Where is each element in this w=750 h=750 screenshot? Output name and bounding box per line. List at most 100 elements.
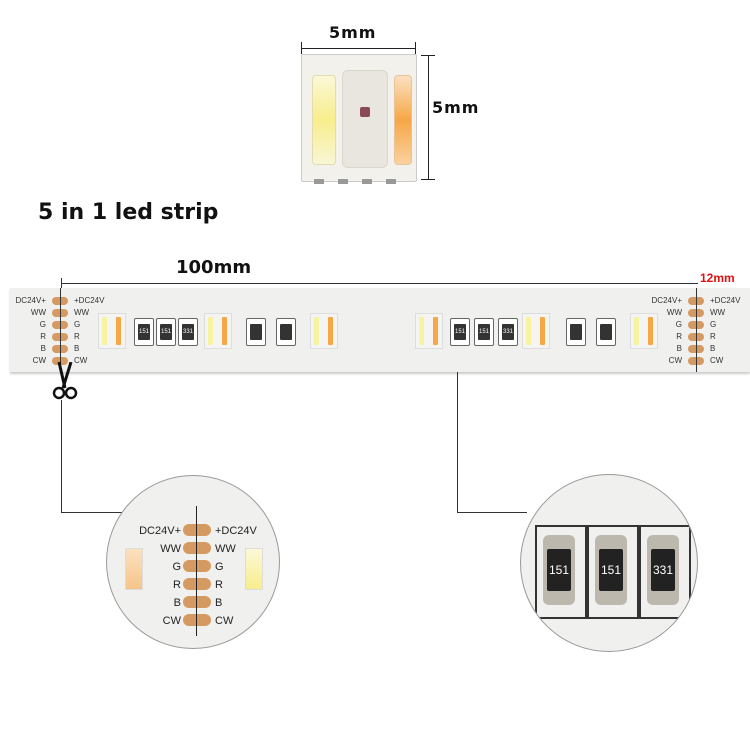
led-chip (522, 313, 550, 349)
label-b: B (173, 597, 181, 609)
label-dc24v: DC24V+ (15, 296, 46, 305)
label-b: B (676, 344, 682, 353)
label-g: G (39, 320, 46, 329)
label-g: G (172, 561, 181, 573)
led-chip (204, 313, 232, 349)
resistor: 151 (474, 318, 494, 346)
resistor-frame (587, 525, 639, 619)
led-chip (415, 313, 443, 349)
zoom-circle-resistors: 151 151 331 (520, 474, 698, 652)
rgb-die (360, 107, 370, 117)
width-dimension-tick-right (415, 42, 416, 54)
zoom-resistor-code: 151 (547, 549, 571, 591)
label-ww: WW (74, 308, 90, 317)
led-strip: DC24V+ WW G R B CW +DC24V WW G R B CW 15… (10, 288, 750, 372)
right-leader-horizontal (457, 512, 527, 513)
strip-left-right-labels: +DC24V WW G R B CW (74, 295, 104, 367)
chip-leg (362, 179, 372, 184)
left-leader-vertical (61, 400, 62, 512)
zoom-resistor-code: 331 (651, 549, 675, 591)
label-cw: CW (74, 356, 88, 365)
height-dimension-tick-bottom (421, 179, 435, 180)
label-plus-dc24v: +DC24V (215, 525, 257, 537)
label-b: B (40, 344, 46, 353)
label-b: B (710, 344, 716, 353)
zoom-led-left (125, 548, 143, 590)
label-plus-dc24v: +DC24V (710, 296, 741, 305)
chip-leg (338, 179, 348, 184)
label-ww: WW (30, 308, 46, 317)
height-dimension-line (428, 55, 429, 179)
solder-pad (183, 578, 211, 590)
label-dc24v: DC24V+ (651, 296, 682, 305)
solder-pad (183, 560, 211, 572)
label-r: R (74, 332, 80, 341)
label-cw: CW (32, 356, 46, 365)
strip-right-left-labels: DC24V+ WW G R B CW (638, 295, 682, 367)
resistor (596, 318, 616, 346)
height-dimension-label: 5mm (432, 98, 480, 117)
chip-leg (386, 179, 396, 184)
label-cw: CW (162, 615, 181, 627)
resistor: 151 (156, 318, 176, 346)
scissors-icon (52, 362, 78, 400)
cut-line (696, 288, 697, 372)
zoom-resistor: 151 (543, 535, 575, 605)
label-r: R (40, 332, 46, 341)
resistor: 151 (134, 318, 154, 346)
solder-pad (183, 524, 211, 536)
label-r: R (215, 579, 223, 591)
length-dimension-tick-left (61, 278, 62, 290)
cool-white-emitter (394, 75, 412, 165)
label-ww: WW (215, 543, 236, 555)
label-dc24v: DC24V+ (139, 525, 181, 537)
strip-left-labels: DC24V+ WW G R B CW (10, 295, 46, 367)
label-ww: WW (710, 308, 726, 317)
label-r: R (710, 332, 716, 341)
label-ww: WW (666, 308, 682, 317)
length-dimension-label: 100mm (176, 257, 252, 278)
led-chip-body (301, 54, 417, 184)
zoom-circle-pads: DC24V+ WW G R B CW +DC24V WW G R B CW (106, 475, 280, 649)
right-leader-vertical (457, 372, 458, 512)
cut-line (60, 288, 61, 372)
label-cw: CW (668, 356, 682, 365)
zoom-led-right (245, 548, 263, 590)
label-g: G (74, 320, 81, 329)
chip-leg (314, 179, 324, 184)
width-dimension-label: 5mm (329, 23, 377, 42)
resistor: 331 (498, 318, 518, 346)
label-r: R (173, 579, 181, 591)
zoom-cut-line (196, 506, 197, 636)
height-dimension-tick-top (421, 55, 435, 56)
zoom-resistor: 331 (647, 535, 679, 605)
strip-width-label: 12mm (700, 271, 735, 285)
resistor-frame (639, 525, 691, 619)
warm-white-emitter (312, 75, 336, 165)
led-chip (98, 313, 126, 349)
label-r: R (676, 332, 682, 341)
label-g: G (710, 320, 717, 329)
solder-pad (183, 614, 211, 626)
led-chip (630, 313, 658, 349)
zoom-resistor: 151 (595, 535, 627, 605)
solder-pad (183, 542, 211, 554)
zoom-left-labels: DC24V+ WW G R B CW (121, 522, 181, 630)
led-chip (310, 313, 338, 349)
resistor (566, 318, 586, 346)
width-dimension-line (301, 48, 415, 49)
label-b: B (74, 344, 80, 353)
label-b: B (215, 597, 223, 609)
label-ww: WW (160, 543, 181, 555)
product-title: 5 in 1 led strip (38, 200, 219, 225)
label-cw: CW (710, 356, 724, 365)
zoom-resistor-code: 151 (599, 549, 623, 591)
resistor (246, 318, 266, 346)
resistor (276, 318, 296, 346)
label-g: G (675, 320, 682, 329)
label-g: G (215, 561, 224, 573)
width-dimension-tick-left (301, 42, 302, 54)
zoom-right-labels: +DC24V WW G R B CW (215, 522, 257, 630)
left-leader-horizontal (61, 512, 123, 513)
strip-right-right-labels: +DC24V WW G R B CW (710, 295, 740, 367)
